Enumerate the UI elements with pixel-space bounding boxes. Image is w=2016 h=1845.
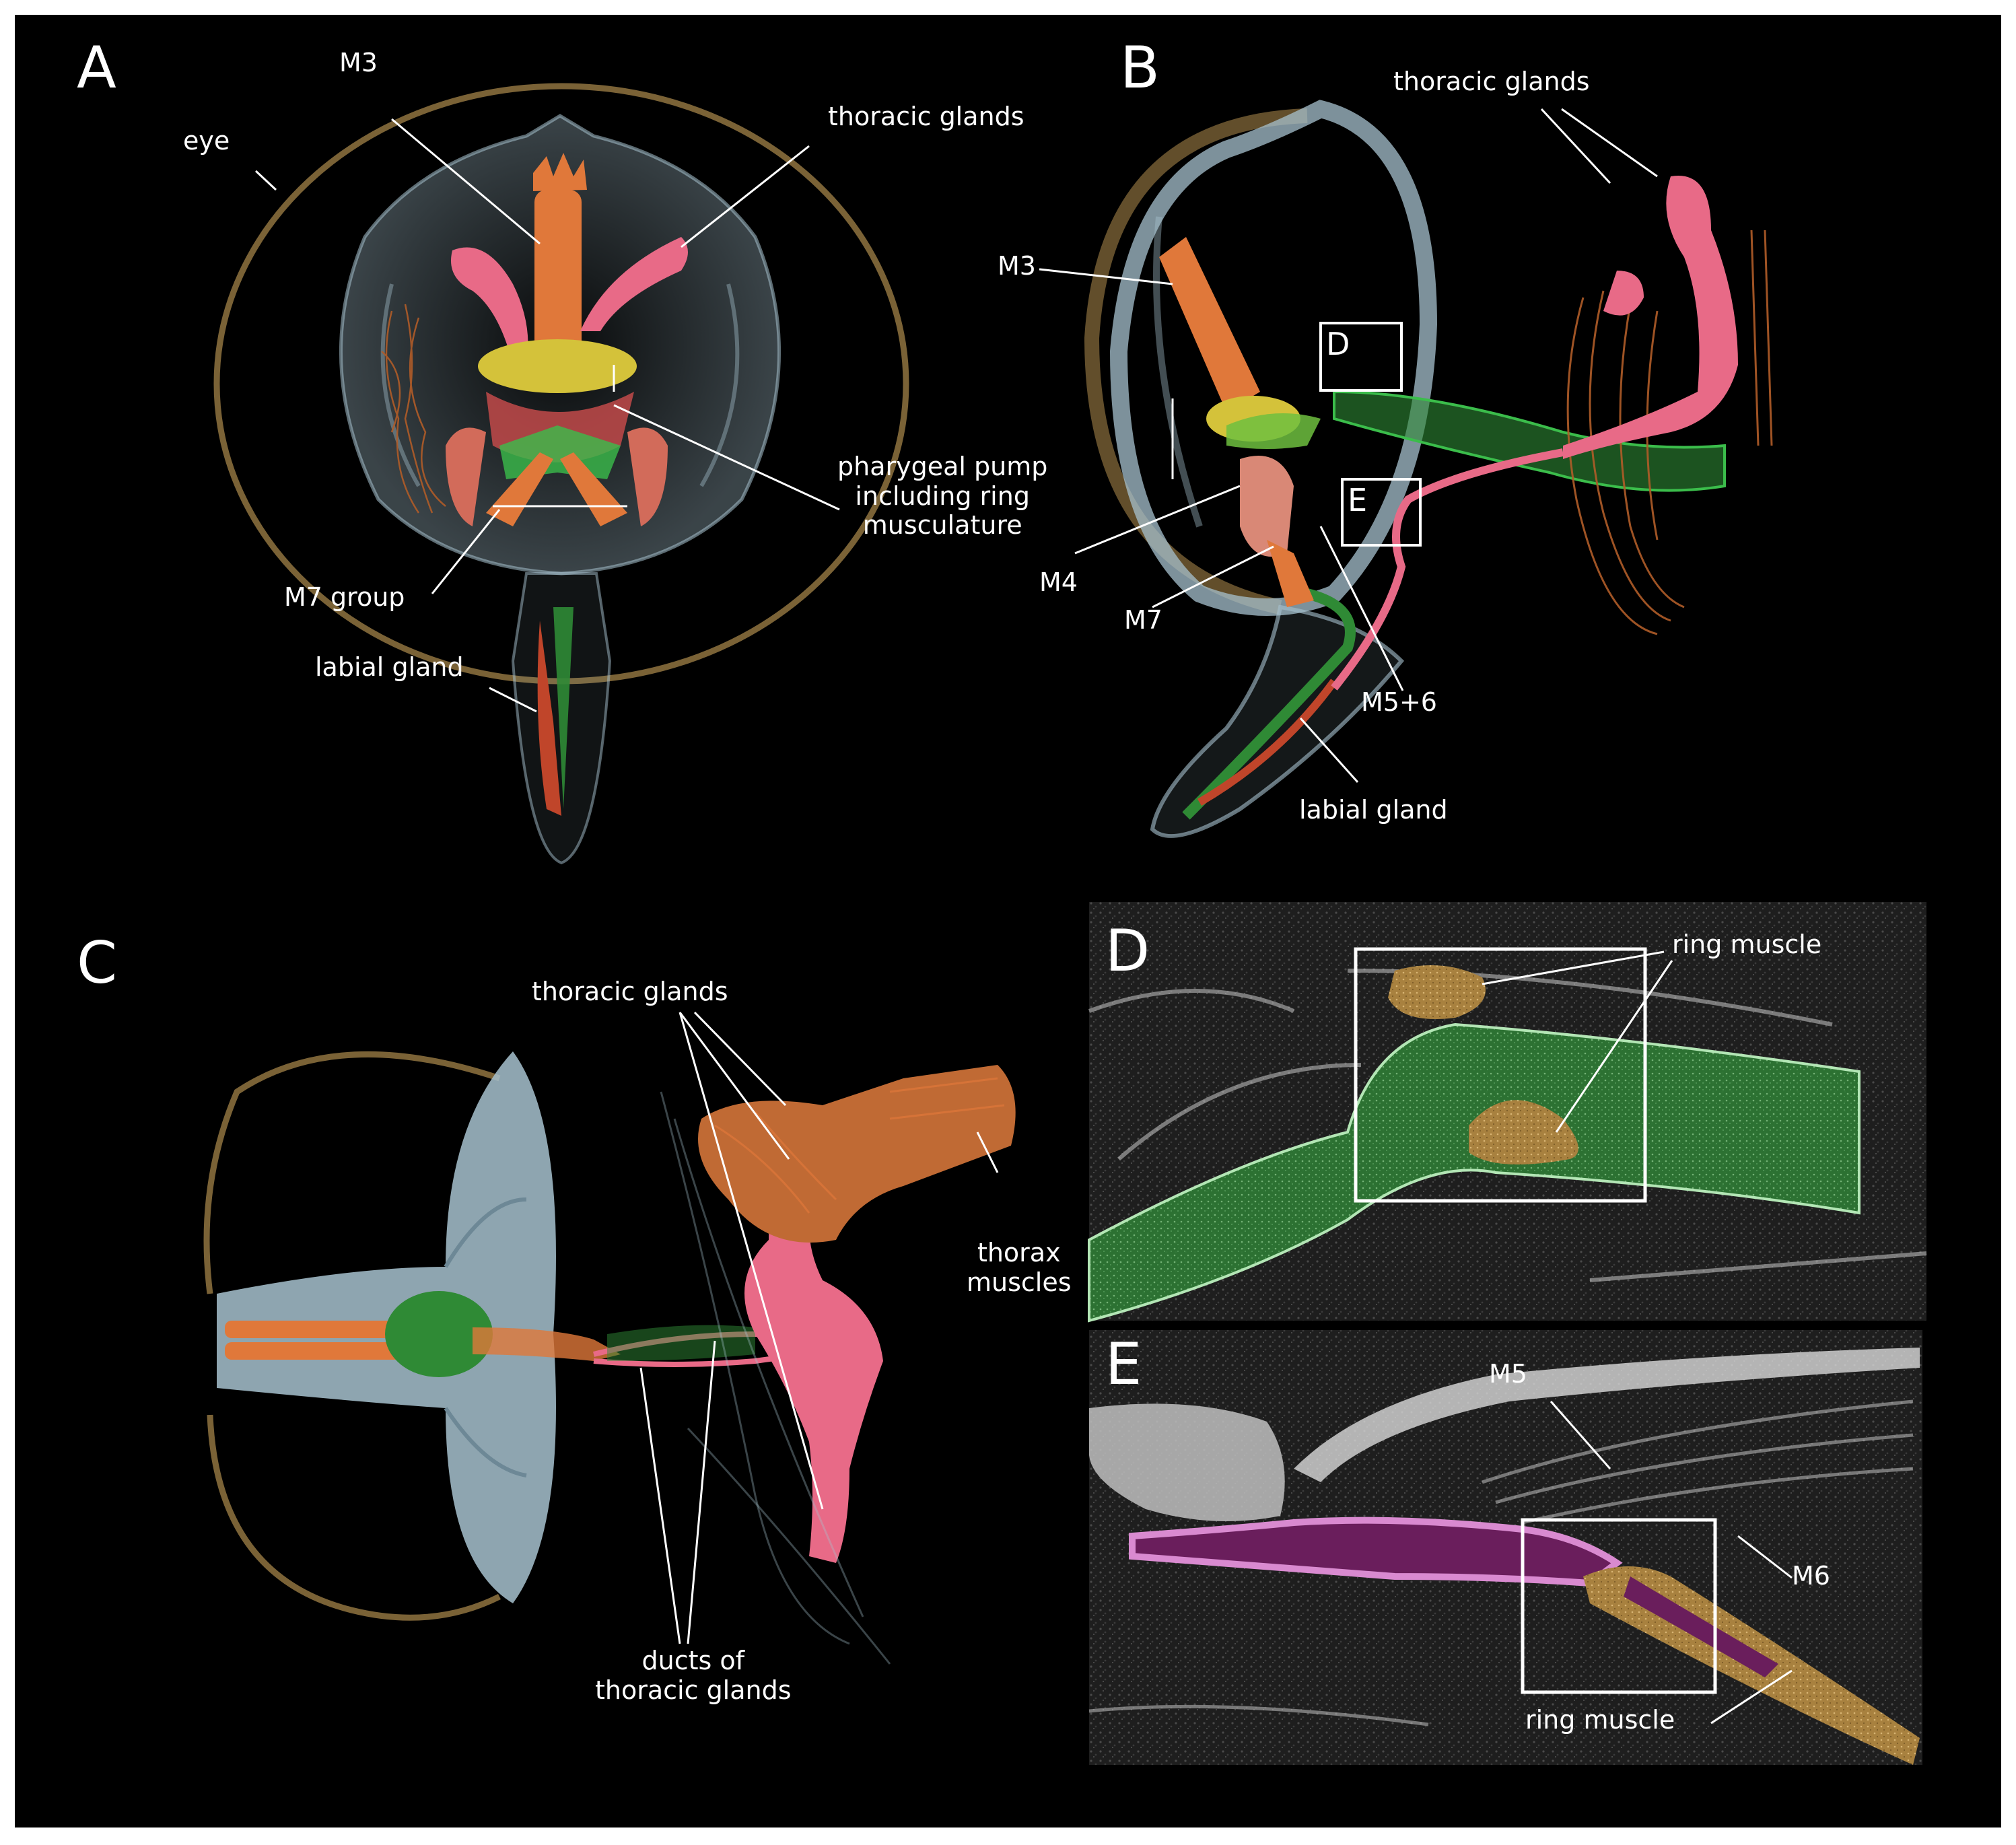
panel-a-m3 bbox=[534, 190, 582, 372]
panel-b-artwork bbox=[1039, 100, 1773, 838]
panel-c-ducts-label: ducts of thoracic glands bbox=[595, 1646, 792, 1705]
panel-b-m3-label: M3 bbox=[998, 251, 1036, 281]
panel-c-eye-lower bbox=[207, 1414, 501, 1621]
panel-d-ring-muscle-label: ring muscle bbox=[1672, 930, 1822, 959]
panel-e-zoom-box bbox=[1521, 1518, 1717, 1694]
panel-b-gland-duct bbox=[1331, 448, 1564, 691]
panel-c-label: C bbox=[77, 930, 118, 997]
panel-b-labial-gland bbox=[1197, 678, 1337, 806]
panel-e-ring-muscle-label: ring muscle bbox=[1525, 1705, 1675, 1735]
panel-b-labial-gland-label: labial gland bbox=[1299, 795, 1448, 825]
panel-b-thoracic-glands-label: thoracic glands bbox=[1393, 67, 1590, 96]
panel-c-eye-upper bbox=[203, 1051, 501, 1294]
panel-a-labial-gland-label: labial gland bbox=[315, 652, 464, 682]
panel-b-label: B bbox=[1120, 34, 1160, 102]
panel-b-m5-6-label: M5+6 bbox=[1361, 687, 1437, 717]
panel-a-m7-right bbox=[560, 452, 627, 526]
panel-b-head-capsule bbox=[1109, 100, 1438, 616]
panel-c-pharynx bbox=[385, 1291, 493, 1377]
panel-c-artwork bbox=[203, 1011, 1016, 1665]
panel-d-artwork bbox=[1088, 902, 1927, 1323]
panel-e-label: E bbox=[1105, 1331, 1142, 1398]
panel-a-eye-label: eye bbox=[183, 126, 230, 155]
panel-a-thoracic-gland-right bbox=[580, 237, 688, 331]
panel-c-thoracic-gland bbox=[744, 1154, 883, 1563]
panel-a-labial-gland bbox=[537, 621, 561, 816]
panel-b-inset-box-d bbox=[1319, 322, 1403, 392]
panel-c-thoracic-glands-label: thoracic glands bbox=[532, 977, 728, 1006]
panel-b-m4-label: M4 bbox=[1039, 567, 1078, 597]
figure-artwork bbox=[203, 83, 1927, 1765]
panel-c-thorax-muscles-label: thorax muscles bbox=[967, 1238, 1072, 1297]
panel-b-inset-e-label: E bbox=[1348, 482, 1368, 518]
panel-b-thoracic-gland-lower bbox=[1603, 271, 1644, 316]
panel-b-m7 bbox=[1267, 540, 1314, 607]
panel-b-inset-d-label: D bbox=[1326, 326, 1350, 362]
panel-b-pharynx-canal bbox=[1333, 390, 1726, 492]
panel-a-m7-group-label: M7 group bbox=[284, 582, 405, 612]
panel-a-pharyngeal-pump bbox=[478, 339, 637, 393]
panel-d-zoom-box bbox=[1354, 947, 1647, 1203]
panel-a-thoracic-glands-label: thoracic glands bbox=[828, 102, 1024, 131]
panel-a-label: A bbox=[77, 34, 116, 102]
panel-b-inset-box-e bbox=[1341, 478, 1422, 547]
panel-d-ring-muscle-upper bbox=[1388, 965, 1486, 1019]
panel-b-m7-label: M7 bbox=[1124, 605, 1162, 635]
panel-a-m7-left bbox=[486, 452, 553, 526]
panel-c-thorax-muscles bbox=[698, 1065, 1016, 1243]
panel-d-pharynx-canal bbox=[1088, 1022, 1861, 1323]
panel-a-artwork bbox=[213, 83, 909, 865]
figure: A B C D E eye M3 thoracic glands pharyge… bbox=[15, 15, 2001, 1827]
panel-b-thoracic-gland-upper bbox=[1563, 176, 1738, 459]
panel-e-m5-label: M5 bbox=[1489, 1359, 1527, 1389]
panel-e-gland-duct bbox=[1129, 1517, 1623, 1587]
panel-d-label: D bbox=[1105, 917, 1150, 985]
panel-b-m4 bbox=[1240, 456, 1294, 557]
panel-c-m3-upper bbox=[225, 1321, 413, 1338]
panel-b-m3 bbox=[1159, 237, 1260, 412]
panel-a-thoracic-gland-left bbox=[451, 247, 528, 365]
panel-e-artwork bbox=[1088, 1330, 1922, 1765]
panel-b-thorax-muscles bbox=[1566, 230, 1773, 635]
panel-c-m3-lower bbox=[225, 1342, 413, 1360]
panel-d-ring-muscle-lower bbox=[1469, 1100, 1578, 1164]
panel-a-m3-label: M3 bbox=[339, 48, 378, 77]
panel-a-pharyngeal-pump-label: pharygeal pump including ring musculatur… bbox=[837, 452, 1048, 541]
panel-e-m6-label: M6 bbox=[1792, 1561, 1830, 1591]
